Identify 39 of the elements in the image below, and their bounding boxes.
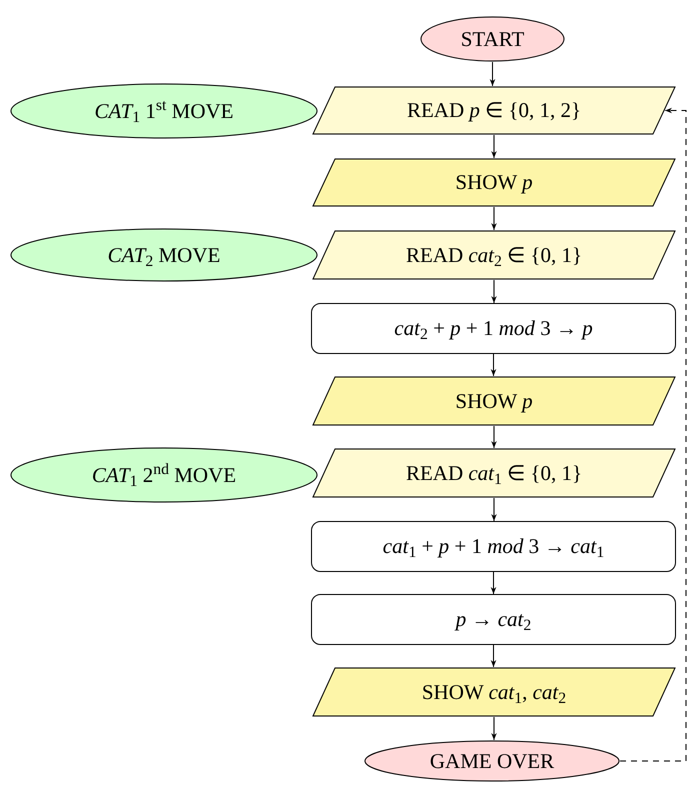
- input-parallelogram: [312, 86, 676, 135]
- node-text: CAT$_{2}$ MOVE: [108, 242, 220, 268]
- input-parallelogram: [312, 230, 676, 280]
- arrow: [491, 280, 497, 304]
- node-text: SHOW p: [455, 169, 533, 196]
- node-text: READ cat$_{1}$ ∈ {0, 1}: [406, 460, 582, 486]
- input-parallelogram: [312, 448, 676, 498]
- arrow: [620, 108, 686, 762]
- terminal-ellipse: [364, 740, 620, 782]
- output-parallelogram: [312, 158, 676, 207]
- player-ellipse: [10, 83, 318, 139]
- arrow: [491, 134, 497, 158]
- arrow: [491, 498, 497, 522]
- node-text: READ p ∈ {0, 1, 2}: [406, 97, 582, 124]
- arrow: [491, 206, 497, 230]
- node-text: READ cat$_{2}$ ∈ {0, 1}: [406, 242, 582, 268]
- arrow: [490, 644, 496, 668]
- node-text: CAT$_{1}$ 2$^{nd}$ MOVE: [92, 462, 236, 488]
- player-ellipse: [10, 228, 318, 282]
- arrow: [491, 716, 497, 740]
- arrow: [490, 354, 496, 376]
- player-ellipse: [10, 447, 318, 503]
- terminal-ellipse: [420, 16, 565, 62]
- arrow: [490, 62, 496, 86]
- node-text: GAME OVER: [430, 748, 554, 774]
- output-parallelogram: [312, 376, 676, 426]
- node-text: START: [460, 26, 524, 52]
- node-text: SHOW p: [455, 388, 533, 414]
- node-text: cat$_{2}$ + p + 1 mod 3 → p: [394, 315, 593, 342]
- arrow: [491, 426, 497, 448]
- arrow: [490, 572, 496, 594]
- process-box: [311, 303, 676, 354]
- node-text: CAT$_{1}$ 1$^{st}$ MOVE: [94, 98, 234, 124]
- node-text: p → cat$_{2}$: [456, 606, 532, 633]
- node-text: SHOW cat$_{1}$, cat$_{2}$: [422, 678, 566, 706]
- output-parallelogram: [312, 667, 676, 717]
- node-text: cat$_{1}$ + p + 1 mod 3 → cat$_{1}$: [382, 533, 604, 560]
- process-box: [311, 521, 676, 572]
- process-box: [311, 594, 676, 645]
